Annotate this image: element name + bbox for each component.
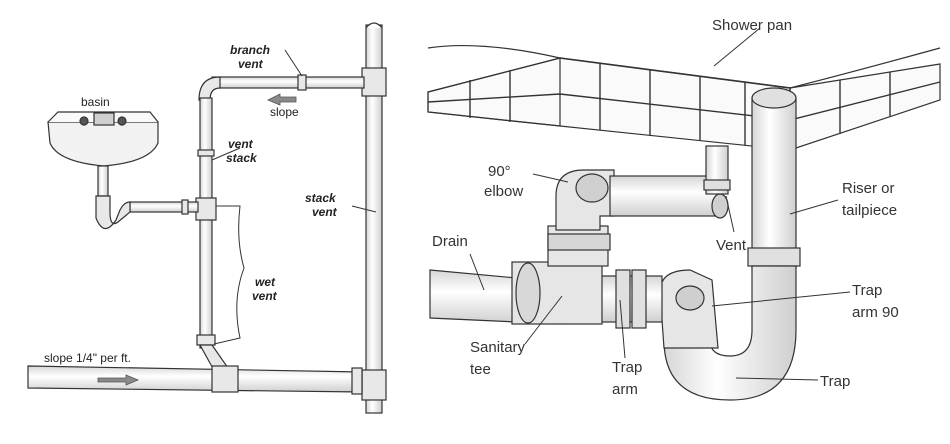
sanitary-tee-label-1: Sanitary xyxy=(470,339,526,356)
drain-slope-arrow xyxy=(97,374,140,386)
wet-vent-bracket xyxy=(213,205,245,345)
branch-vent-coupling xyxy=(297,74,307,91)
basin-label: basin xyxy=(81,95,110,109)
vent-stack-lower-fitting xyxy=(196,334,216,346)
drain-coupling xyxy=(351,367,363,395)
wet-vent-label-1: wet xyxy=(255,275,276,289)
basin-body xyxy=(47,121,159,167)
trap-arm-90-label-2: arm 90 xyxy=(852,304,899,321)
wet-vent-label-2: vent xyxy=(252,289,278,303)
riser-label-1: Riser or xyxy=(842,180,895,197)
trap-arm-coupling-b xyxy=(631,269,647,329)
slope-arrow xyxy=(267,93,297,106)
drain-label: Drain xyxy=(432,233,468,250)
sanitary-tee-hub xyxy=(547,233,611,251)
sanitary-tee-label-2: tee xyxy=(470,361,491,378)
stack-fitting-top xyxy=(361,67,387,97)
vent-horizontal-pipe xyxy=(609,175,723,217)
riser-label-2: tailpiece xyxy=(842,202,897,219)
drain-fitting xyxy=(211,365,239,393)
left-diagram xyxy=(27,22,387,414)
trap-arm-coupling-a xyxy=(615,269,631,329)
shower-pan-grid xyxy=(427,44,941,151)
basin-p-trap xyxy=(95,195,131,230)
vent-stack-tee xyxy=(195,197,217,221)
vent-stack-label-2: stack xyxy=(226,151,258,165)
vent-stack-pipe xyxy=(199,97,213,349)
trap-label: Trap xyxy=(820,373,850,390)
main-drain-pipe xyxy=(27,365,363,393)
trap-arm-pipe xyxy=(599,275,663,323)
trap-arm-label-2: arm xyxy=(612,381,638,398)
vent-stack-coupling xyxy=(197,149,215,157)
left-labels: basin branch vent slope vent stack stack… xyxy=(44,43,338,365)
right-diagram xyxy=(427,27,941,401)
elbow-label-2: elbow xyxy=(484,183,523,200)
vent-stack-label-1: vent xyxy=(228,137,254,151)
shower-pan-label: Shower pan xyxy=(712,17,792,34)
stack-vent-label-2: vent xyxy=(312,205,338,219)
basin-faucet xyxy=(93,112,115,126)
branch-vent-label-2: vent xyxy=(238,57,264,71)
branch-vent-pipe xyxy=(211,76,365,89)
trap-arm-label-1: Trap xyxy=(612,359,642,376)
slope-label: slope xyxy=(270,105,299,119)
elbow-label-1: 90° xyxy=(488,163,511,180)
riser-coupling xyxy=(747,247,801,267)
branch-vent-label-1: branch xyxy=(230,43,270,57)
stack-fitting-bottom xyxy=(361,369,387,401)
vent-label: Vent xyxy=(716,237,747,254)
stack-vent-label-1: stack xyxy=(305,191,337,205)
basin-tailpiece xyxy=(97,165,109,197)
riser-pipe xyxy=(751,97,797,269)
trap-arm-coupling xyxy=(181,199,189,215)
trap-arm-90-label-1: Trap xyxy=(852,282,882,299)
right-labels: Shower pan 90° elbow Vent Riser or tailp… xyxy=(432,17,899,398)
vent-riser-coupling xyxy=(703,179,731,191)
drain-slope-label: slope 1/4" per ft. xyxy=(44,351,131,365)
branch-vent-elbow xyxy=(198,76,221,101)
